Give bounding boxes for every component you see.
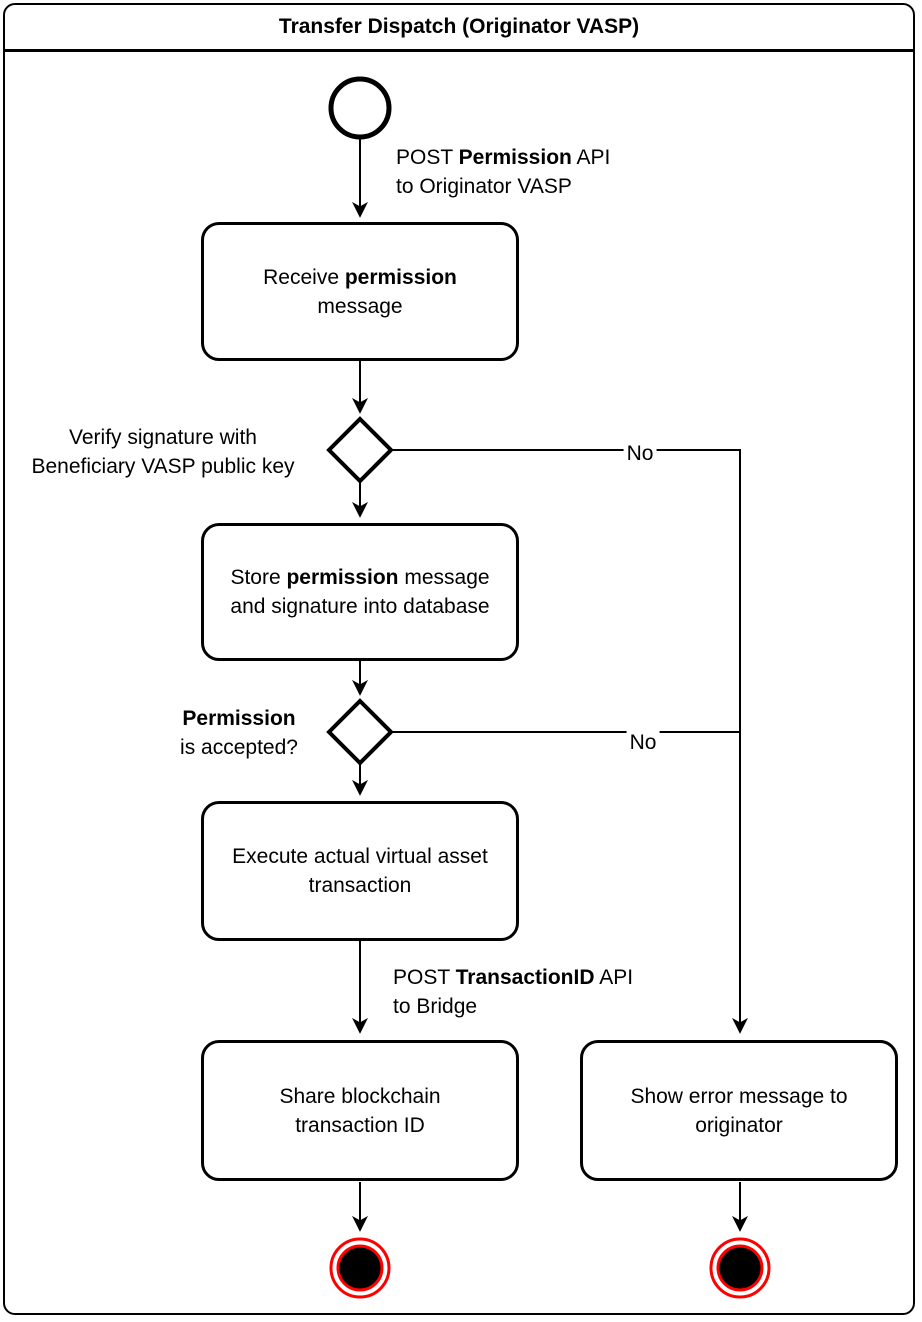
- activity-share-transaction-id: Share blockchain transaction ID: [201, 1040, 519, 1181]
- activity-label: originator: [695, 1113, 783, 1137]
- decision-diamond-permission-accepted: [326, 698, 394, 766]
- final-node-error: [709, 1237, 771, 1299]
- activity-label: and signature into database: [230, 595, 490, 618]
- diagram-title-bar: Transfer Dispatch (Originator VASP): [5, 5, 913, 52]
- activity-label: Execute actual virtual asset: [232, 845, 488, 868]
- activity-label: message: [317, 294, 403, 318]
- final-node-outer-ring: [709, 1237, 771, 1299]
- decision-label-permission-accepted: Permission is accepted?: [180, 707, 298, 759]
- final-node-outer-ring: [329, 1237, 391, 1299]
- activity-label: Share blockchain: [279, 1084, 441, 1108]
- diagram-title: Transfer Dispatch (Originator VASP): [278, 15, 640, 38]
- final-node-success: [329, 1237, 391, 1299]
- decision-label-verify-signature: Verify signature with Beneficiary VASP p…: [31, 426, 295, 478]
- activity-label: Receive permission: [263, 265, 457, 289]
- arrow-verify-no-to-error: [391, 449, 748, 1034]
- activity-store-permission: Store permission message and signature i…: [201, 523, 519, 661]
- activity-label: Show error message to: [630, 1084, 848, 1108]
- activity-label: transaction: [308, 874, 412, 897]
- edge-label-post-transactionid: POST TransactionID API to Bridge: [393, 966, 634, 1018]
- activity-label: transaction ID: [295, 1113, 425, 1137]
- final-node-inner-disc: [716, 1244, 764, 1292]
- final-node-inner-disc: [336, 1244, 384, 1292]
- edge-label-no-verify: No: [623, 439, 657, 468]
- activity-execute-transaction: Execute actual virtual asset transaction: [201, 801, 519, 941]
- activity-label: Store permission message: [230, 566, 490, 589]
- edge-label-no-accepted: No: [626, 728, 660, 757]
- activity-receive-permission: Receive permission message: [201, 222, 519, 361]
- initial-node: [328, 76, 392, 140]
- edge-label-post-permission: POST Permission API to Originator VASP: [396, 146, 611, 198]
- activity-show-error-message: Show error message to originator: [580, 1040, 898, 1181]
- decision-diamond-verify-signature: [326, 416, 394, 484]
- diagram-frame: Transfer Dispatch (Originator VASP): [3, 3, 915, 1315]
